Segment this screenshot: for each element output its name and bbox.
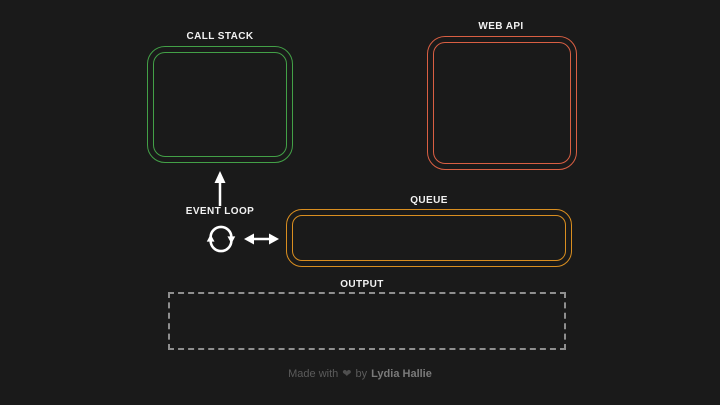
- web-api-box-inner: [433, 42, 571, 164]
- web-api-label: WEB API: [478, 21, 524, 32]
- call-stack-box-inner: [153, 52, 287, 157]
- footer-made-with-text: Made with: [288, 367, 339, 380]
- output-box: [168, 292, 566, 350]
- up-arrow-icon: [214, 171, 226, 206]
- output-label: OUTPUT: [340, 279, 384, 290]
- queue-box: [286, 209, 572, 267]
- event-loop-label: EVENT LOOP: [185, 206, 255, 217]
- footer-by-text: by: [355, 367, 368, 380]
- web-api-box: [427, 36, 577, 170]
- call-stack-label: CALL STACK: [186, 31, 254, 42]
- footer-credit: Made with ❤ by Lydia Hallie: [288, 367, 432, 381]
- footer-author-name: Lydia Hallie: [371, 367, 432, 380]
- heart-icon: ❤: [342, 368, 352, 380]
- queue-box-inner: [292, 215, 566, 261]
- queue-label: QUEUE: [410, 195, 448, 206]
- left-right-arrow-icon: [244, 233, 279, 245]
- call-stack-box: [147, 46, 293, 163]
- sync-cycle-icon: [206, 225, 236, 253]
